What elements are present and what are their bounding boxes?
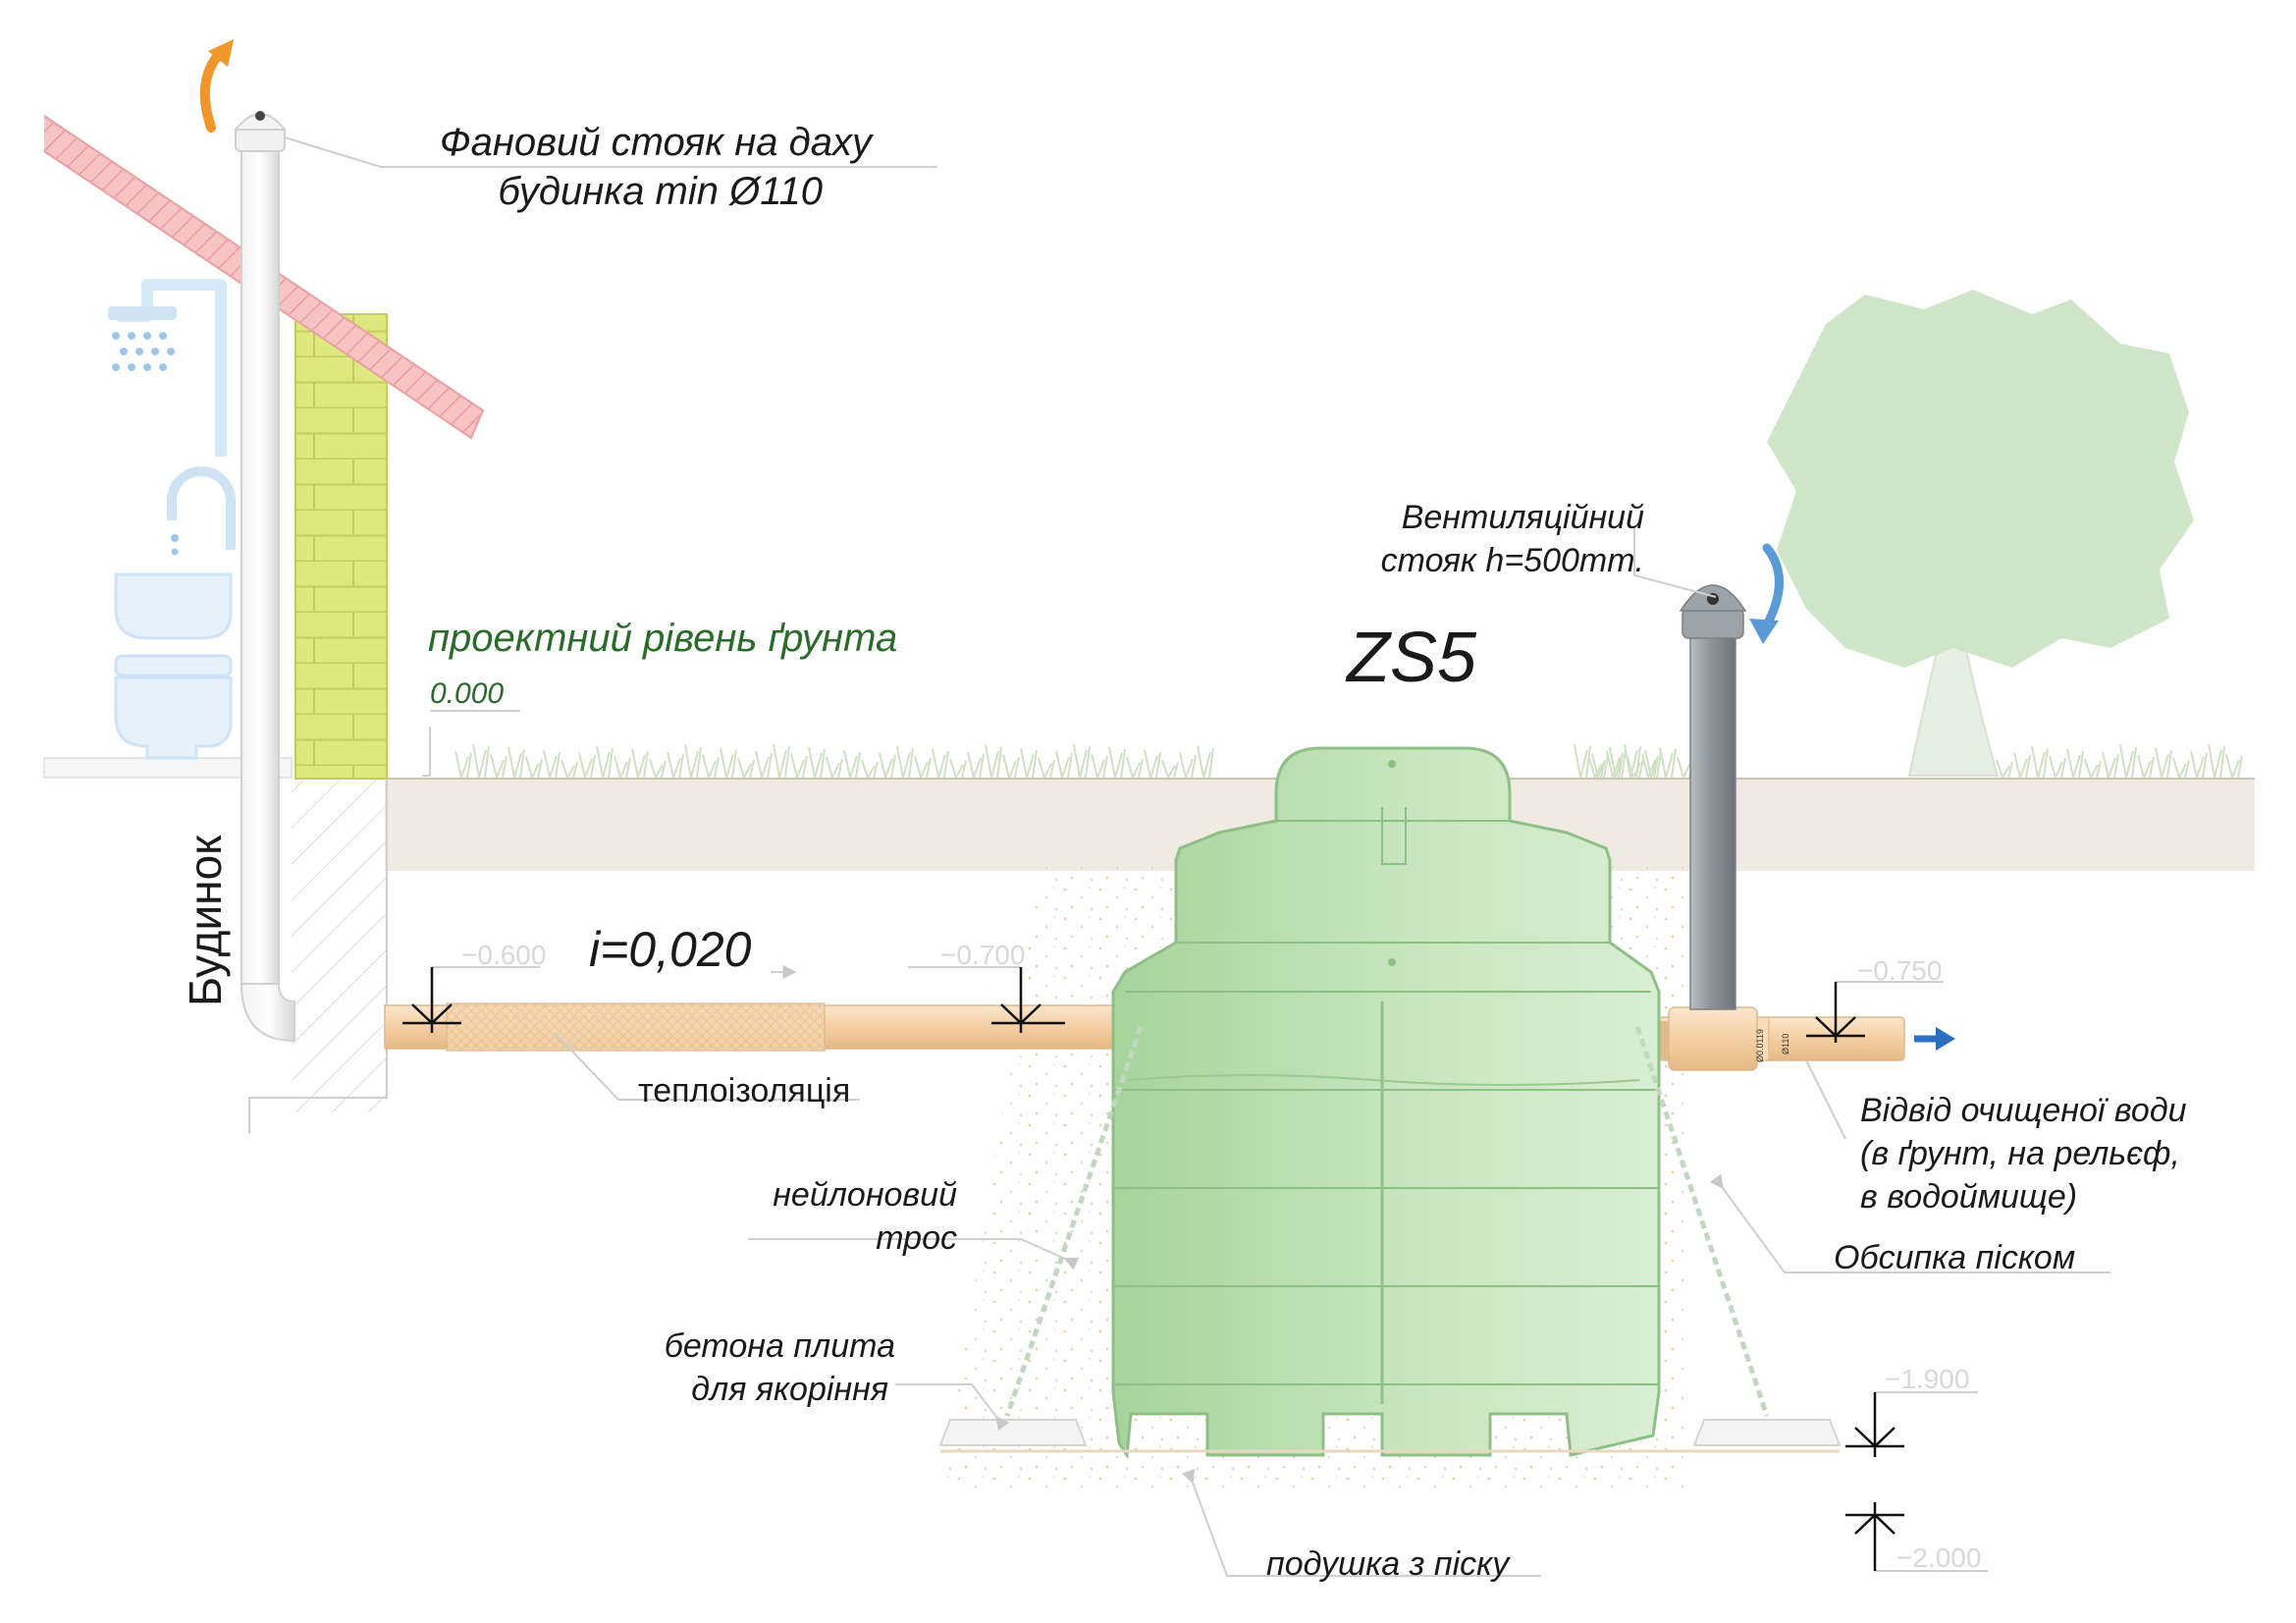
ground-level-value: 0.000 <box>430 677 504 710</box>
tree <box>1767 290 2194 777</box>
sink-icon <box>114 466 236 640</box>
concrete-slab <box>938 1419 1842 1446</box>
diagram-title: ZS5 <box>1345 619 1477 697</box>
nylon-cable <box>1004 1026 1770 1417</box>
leader-lines <box>284 136 2110 1577</box>
slope-label: i=0,020 <box>589 922 752 977</box>
insulation-label: теплоізоляція <box>638 1072 850 1109</box>
house-wall <box>294 313 388 780</box>
nylon-cable-label-2: трос <box>876 1219 957 1257</box>
exhaust-arrow-icon <box>199 39 234 133</box>
pipe-tag-1: Ø0.0119 <box>1755 1029 1765 1062</box>
pipe-tag-2: Ø110 <box>1781 1034 1790 1055</box>
house-foundation <box>248 779 388 1134</box>
fan-riser-label-2: будинка min Ø110 <box>498 170 823 213</box>
sand-cushion-label: подушка з піску <box>1266 1545 1511 1583</box>
concrete-slab-label-1: бетона плита <box>665 1327 895 1365</box>
outlet-label-2: (в ґрунт, на рельєф, <box>1860 1135 2180 1172</box>
nylon-cable-label-1: нейлоновий <box>773 1176 957 1214</box>
toilet-icon <box>114 654 233 760</box>
outlet-label-3: в водоймище) <box>1860 1178 2077 1216</box>
ground-level-label: проектний рівень ґрунта <box>428 617 897 660</box>
level-outlet: −0.750 <box>1857 955 1942 986</box>
intake-arrow-icon <box>1749 543 1784 644</box>
inlet-pipe <box>384 1002 1126 1052</box>
level-cushion-bottom: −2.000 <box>1896 1542 1981 1573</box>
level-mark-outlet <box>1806 981 1944 1043</box>
level-mark-cushion-bottom <box>1845 1502 1988 1572</box>
vent-riser-pipe <box>1679 584 1747 1010</box>
septic-tank <box>1111 746 1661 1460</box>
vent-riser-label-1: Вентиляційний <box>1402 499 1644 536</box>
level-mark-inlet-end <box>908 966 1065 1033</box>
house-label: Будинок <box>180 835 231 1006</box>
level-mark-tank-bottom <box>1845 1391 1978 1457</box>
fan-riser-pipe <box>233 111 295 1043</box>
level-mark-inlet-start <box>402 966 540 1033</box>
outlet-flow-arrow-icon <box>1914 1027 1955 1051</box>
shower-icon <box>108 279 227 457</box>
fan-riser-label-1: Фановий стояк на даху <box>440 121 875 164</box>
sand-backfill-label: Обсипка піском <box>1834 1239 2075 1276</box>
level-inlet-end: −0.700 <box>940 940 1025 970</box>
outlet-label-1: Відвід очищеної води <box>1860 1092 2187 1129</box>
concrete-slab-label-2: для якоріння <box>691 1371 888 1408</box>
grass <box>454 743 2243 779</box>
level-inlet-start: −0.600 <box>461 940 546 970</box>
vent-riser-label-2: стояк h=500mm. <box>1381 542 1644 579</box>
level-tank-bottom: −1.900 <box>1885 1364 1969 1394</box>
